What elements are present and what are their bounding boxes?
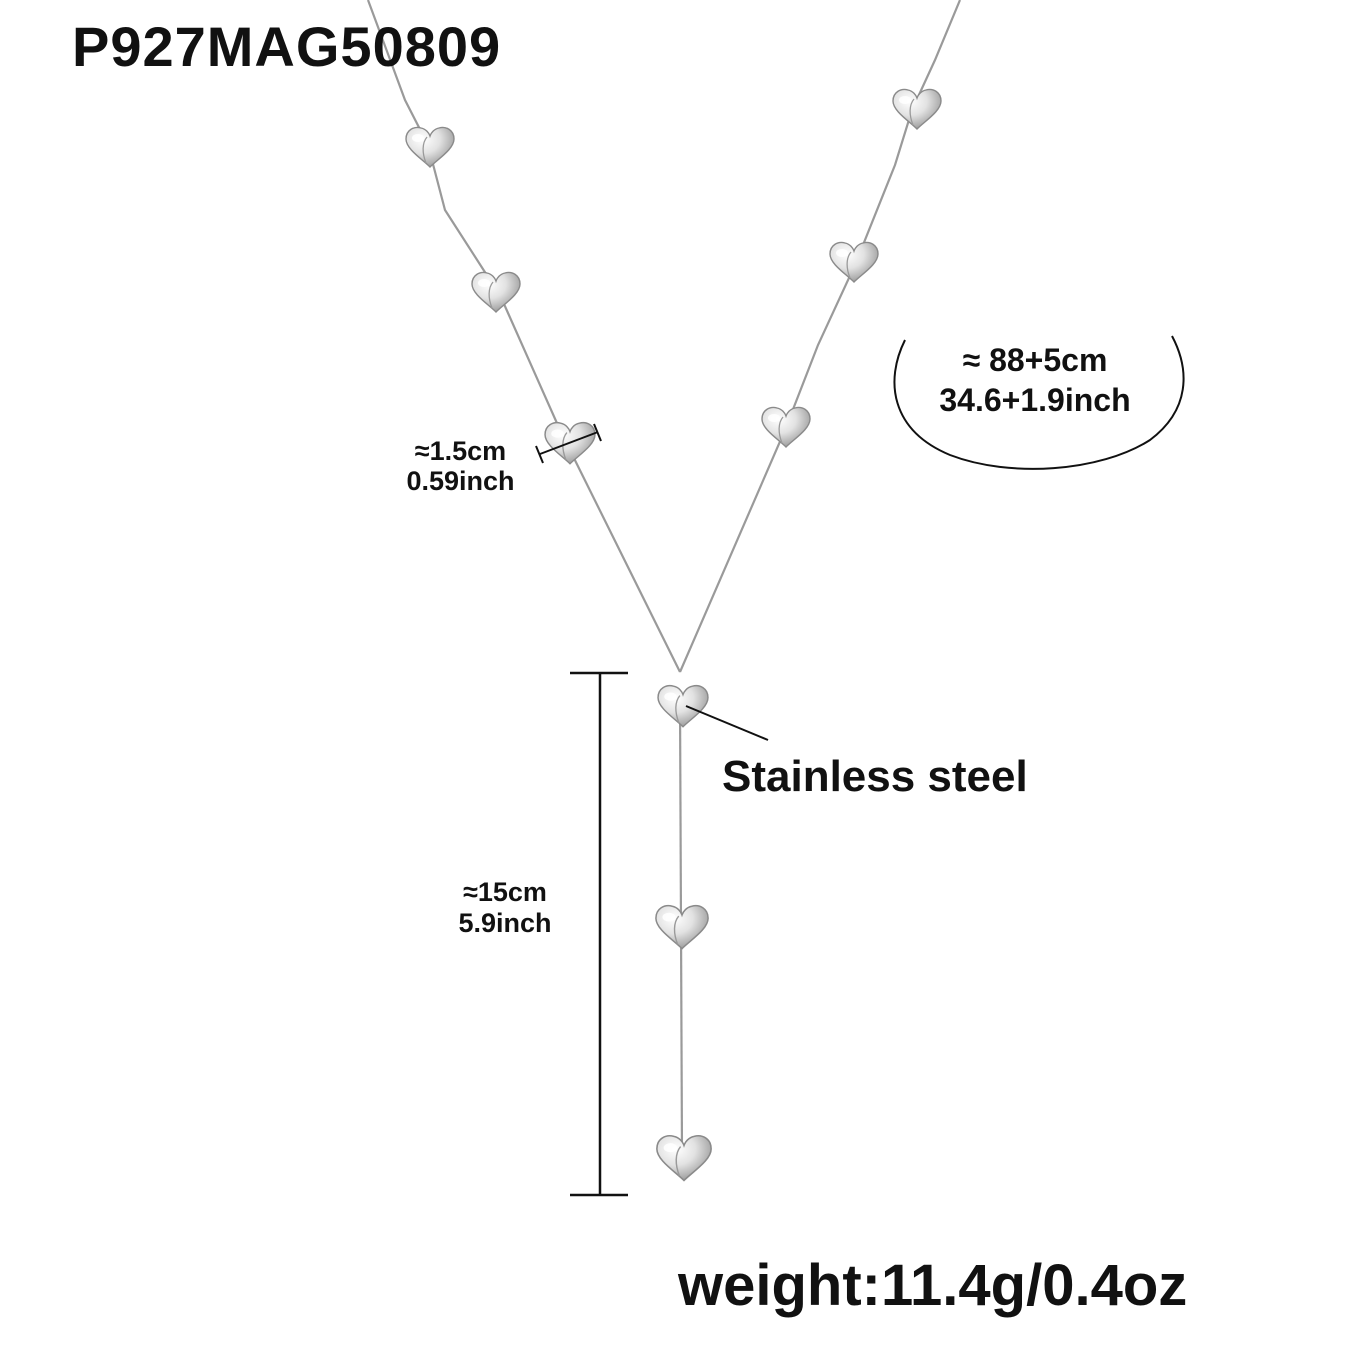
weight-label: weight:11.4g/0.4oz (678, 1253, 1188, 1318)
material-leader-line (685, 705, 769, 741)
charm-width-cm: ≈1.5cm (414, 436, 507, 466)
length-oval (893, 335, 1185, 470)
drop-cm: ≈15cm (463, 877, 547, 907)
heart-icon (656, 1135, 712, 1182)
drop-length-bracket (570, 671, 628, 1197)
heart-icon (761, 406, 811, 448)
material-label: Stainless steel (722, 752, 1028, 801)
chain (366, 0, 962, 1156)
length-cm: ≈ 88+5cm (962, 342, 1108, 378)
charm-width-measure (535, 423, 602, 464)
chain-left-strand (366, 0, 681, 673)
charm-width-inch: 0.59inch (406, 466, 515, 496)
heart-icon (657, 684, 709, 728)
drop-label: ≈15cm 5.9inch (420, 877, 590, 939)
heart-icon (829, 241, 879, 283)
length-inch: 34.6+1.9inch (939, 382, 1131, 418)
heart-icon (892, 88, 942, 130)
charm-width-label: ≈1.5cm 0.59inch (378, 436, 543, 496)
heart-charms (405, 88, 942, 1182)
product-code: P927MAG50809 (72, 15, 502, 78)
length-label: ≈ 88+5cm 34.6+1.9inch (900, 340, 1170, 420)
heart-icon (405, 126, 455, 168)
heart-icon (471, 271, 521, 313)
drop-inch: 5.9inch (458, 908, 552, 938)
